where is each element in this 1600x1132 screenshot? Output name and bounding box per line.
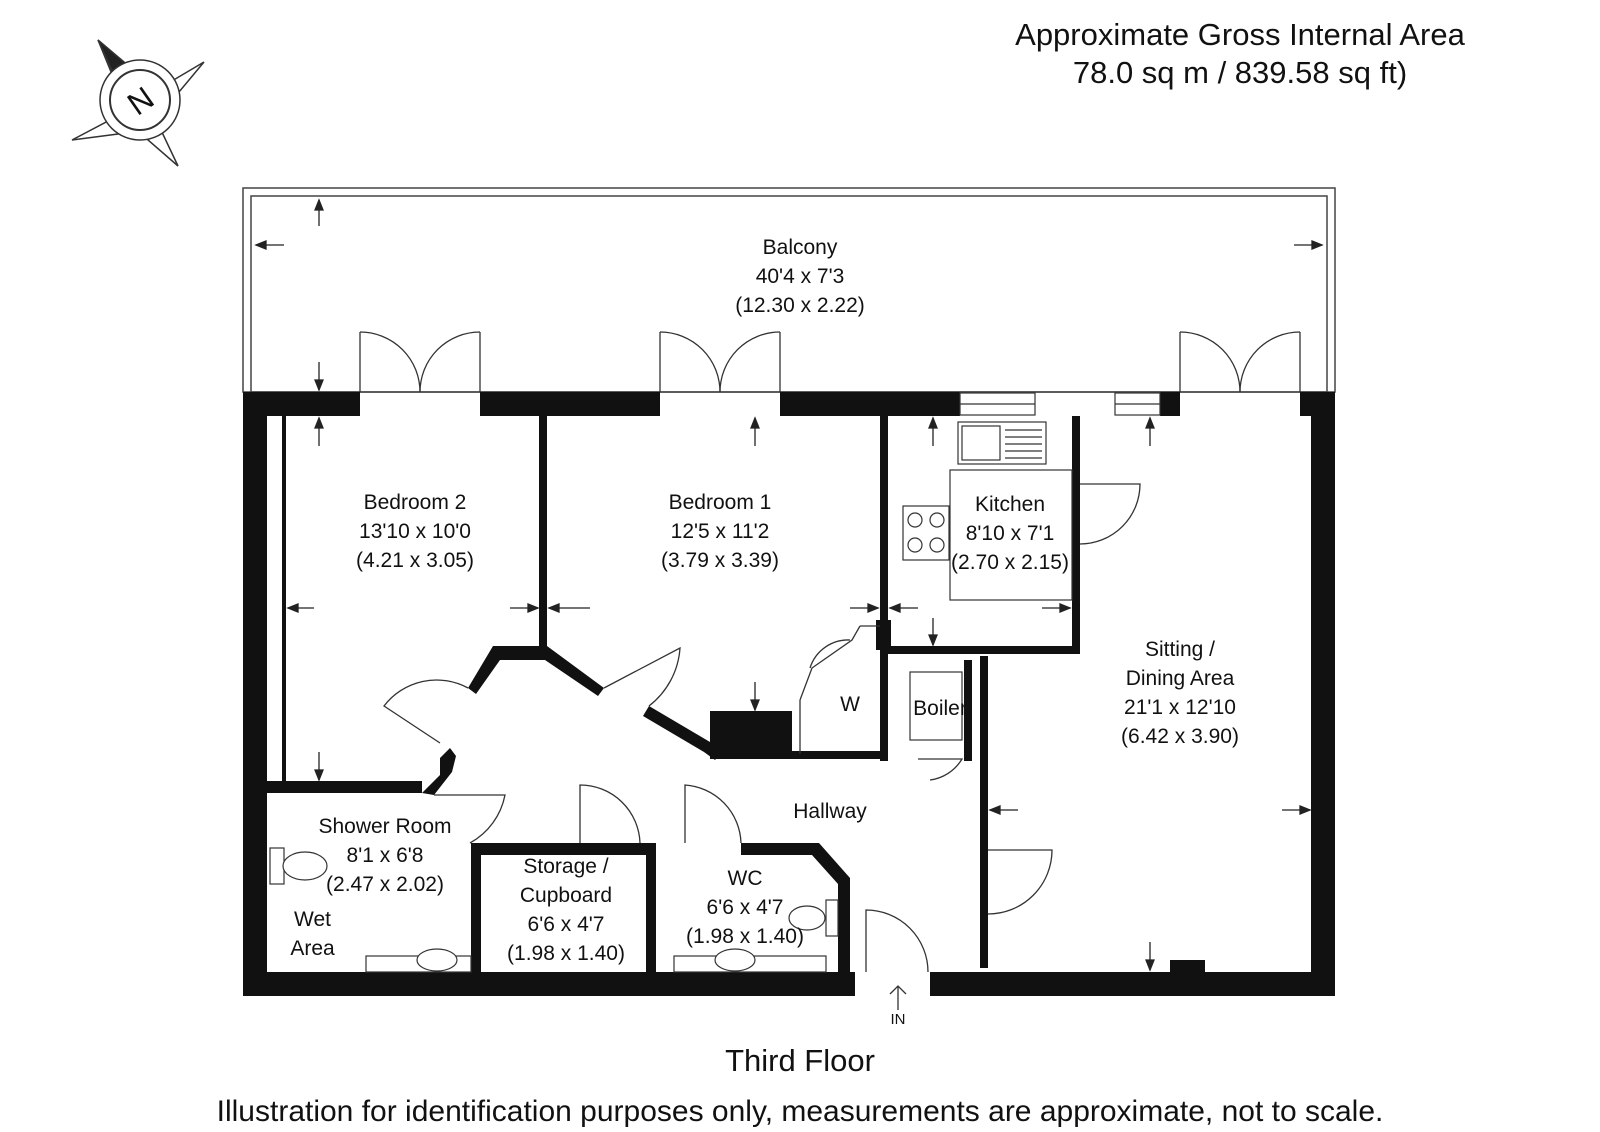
wc-basin-icon — [714, 948, 756, 972]
room-balcony: Balcony 40'4 x 7'3 (12.30 x 2.22) — [700, 233, 900, 320]
area-title: Approximate Gross Internal Area — [1015, 17, 1465, 52]
shower-metric: (2.47 x 2.02) — [326, 873, 444, 896]
room-sitting-dining: Sitting / Dining Area 21'1 x 12'10 (6.42… — [1080, 635, 1280, 751]
room-shower: Shower Room 8'1 x 6'8 (2.47 x 2.02) — [290, 812, 480, 899]
basin-icon — [416, 948, 458, 972]
sitting-name-line1: Sitting / — [1144, 638, 1216, 661]
area-value: 78.0 sq m / 839.58 sq ft) — [1072, 55, 1408, 90]
entrance-arrow-icon — [889, 985, 907, 1010]
balcony-imperial: 40'4 x 7'3 — [755, 265, 845, 288]
room-hallway: Hallway — [760, 797, 900, 826]
room-wc: WC 6'6 x 4'7 (1.98 x 1.40) — [665, 864, 825, 951]
room-bedroom-2: Bedroom 2 13'10 x 10'0 (4.21 x 3.05) — [315, 488, 515, 575]
bedroom1-metric: (3.79 x 3.39) — [661, 549, 779, 572]
wc-toilet-icon — [825, 899, 839, 937]
balcony-metric: (12.30 x 2.22) — [735, 294, 865, 317]
room-wardrobe: W — [820, 690, 880, 719]
sitting-name-line2: Dining Area — [1125, 667, 1235, 690]
bedroom2-name: Bedroom 2 — [363, 491, 467, 514]
room-storage: Storage / Cupboard 6'6 x 4'7 (1.98 x 1.4… — [486, 852, 646, 968]
kitchen-metric: (2.70 x 2.15) — [951, 551, 1069, 574]
floor-label: Third Floor — [725, 1043, 875, 1078]
internal-walls — [267, 416, 1329, 972]
bedroom2-imperial: 13'10 x 10'0 — [359, 520, 471, 543]
wc-imperial: 6'6 x 4'7 — [706, 896, 784, 919]
windows — [959, 392, 1161, 416]
bedroom2-metric: (4.21 x 3.05) — [356, 549, 474, 572]
room-kitchen: Kitchen 8'10 x 7'1 (2.70 x 2.15) — [935, 490, 1085, 577]
room-boiler: Boiler — [900, 694, 980, 723]
fixtures — [269, 421, 1073, 973]
room-wet-area: Wet Area — [270, 905, 355, 963]
shower-name: Shower Room — [318, 815, 452, 838]
wc-metric: (1.98 x 1.40) — [686, 925, 804, 948]
wardrobe-name: W — [840, 693, 860, 716]
north-compass-icon: N — [71, 39, 205, 167]
disclaimer: Illustration for identification purposes… — [216, 1095, 1384, 1128]
balcony-name: Balcony — [762, 236, 838, 259]
entrance-label: IN — [891, 1011, 906, 1028]
storage-name-line1: Storage / — [523, 855, 609, 878]
wet-area-line1: Wet — [294, 908, 331, 931]
toilet-icon — [269, 847, 285, 885]
storage-imperial: 6'6 x 4'7 — [527, 913, 605, 936]
boiler-name: Boiler — [913, 697, 967, 720]
storage-name-line2: Cupboard — [519, 884, 613, 907]
area-summary: Approximate Gross Internal Area 78.0 sq … — [960, 16, 1520, 92]
kitchen-imperial: 8'10 x 7'1 — [965, 522, 1055, 545]
room-bedroom-1: Bedroom 1 12'5 x 11'2 (3.79 x 3.39) — [620, 488, 820, 575]
external-walls — [243, 392, 1335, 996]
kitchen-name: Kitchen — [974, 493, 1046, 516]
door-swings — [359, 331, 1301, 973]
sitting-metric: (6.42 x 3.90) — [1121, 725, 1239, 748]
sitting-imperial: 21'1 x 12'10 — [1124, 696, 1236, 719]
wet-area-line2: Area — [290, 937, 335, 960]
measurement-arrows — [254, 198, 1324, 972]
wc-name: WC — [727, 867, 763, 890]
boiler-icon — [909, 671, 963, 741]
bedroom1-imperial: 12'5 x 11'2 — [670, 520, 770, 543]
shower-imperial: 8'1 x 6'8 — [346, 844, 424, 867]
bedroom1-name: Bedroom 1 — [668, 491, 772, 514]
storage-metric: (1.98 x 1.40) — [507, 942, 625, 965]
hallway-name: Hallway — [793, 800, 867, 823]
